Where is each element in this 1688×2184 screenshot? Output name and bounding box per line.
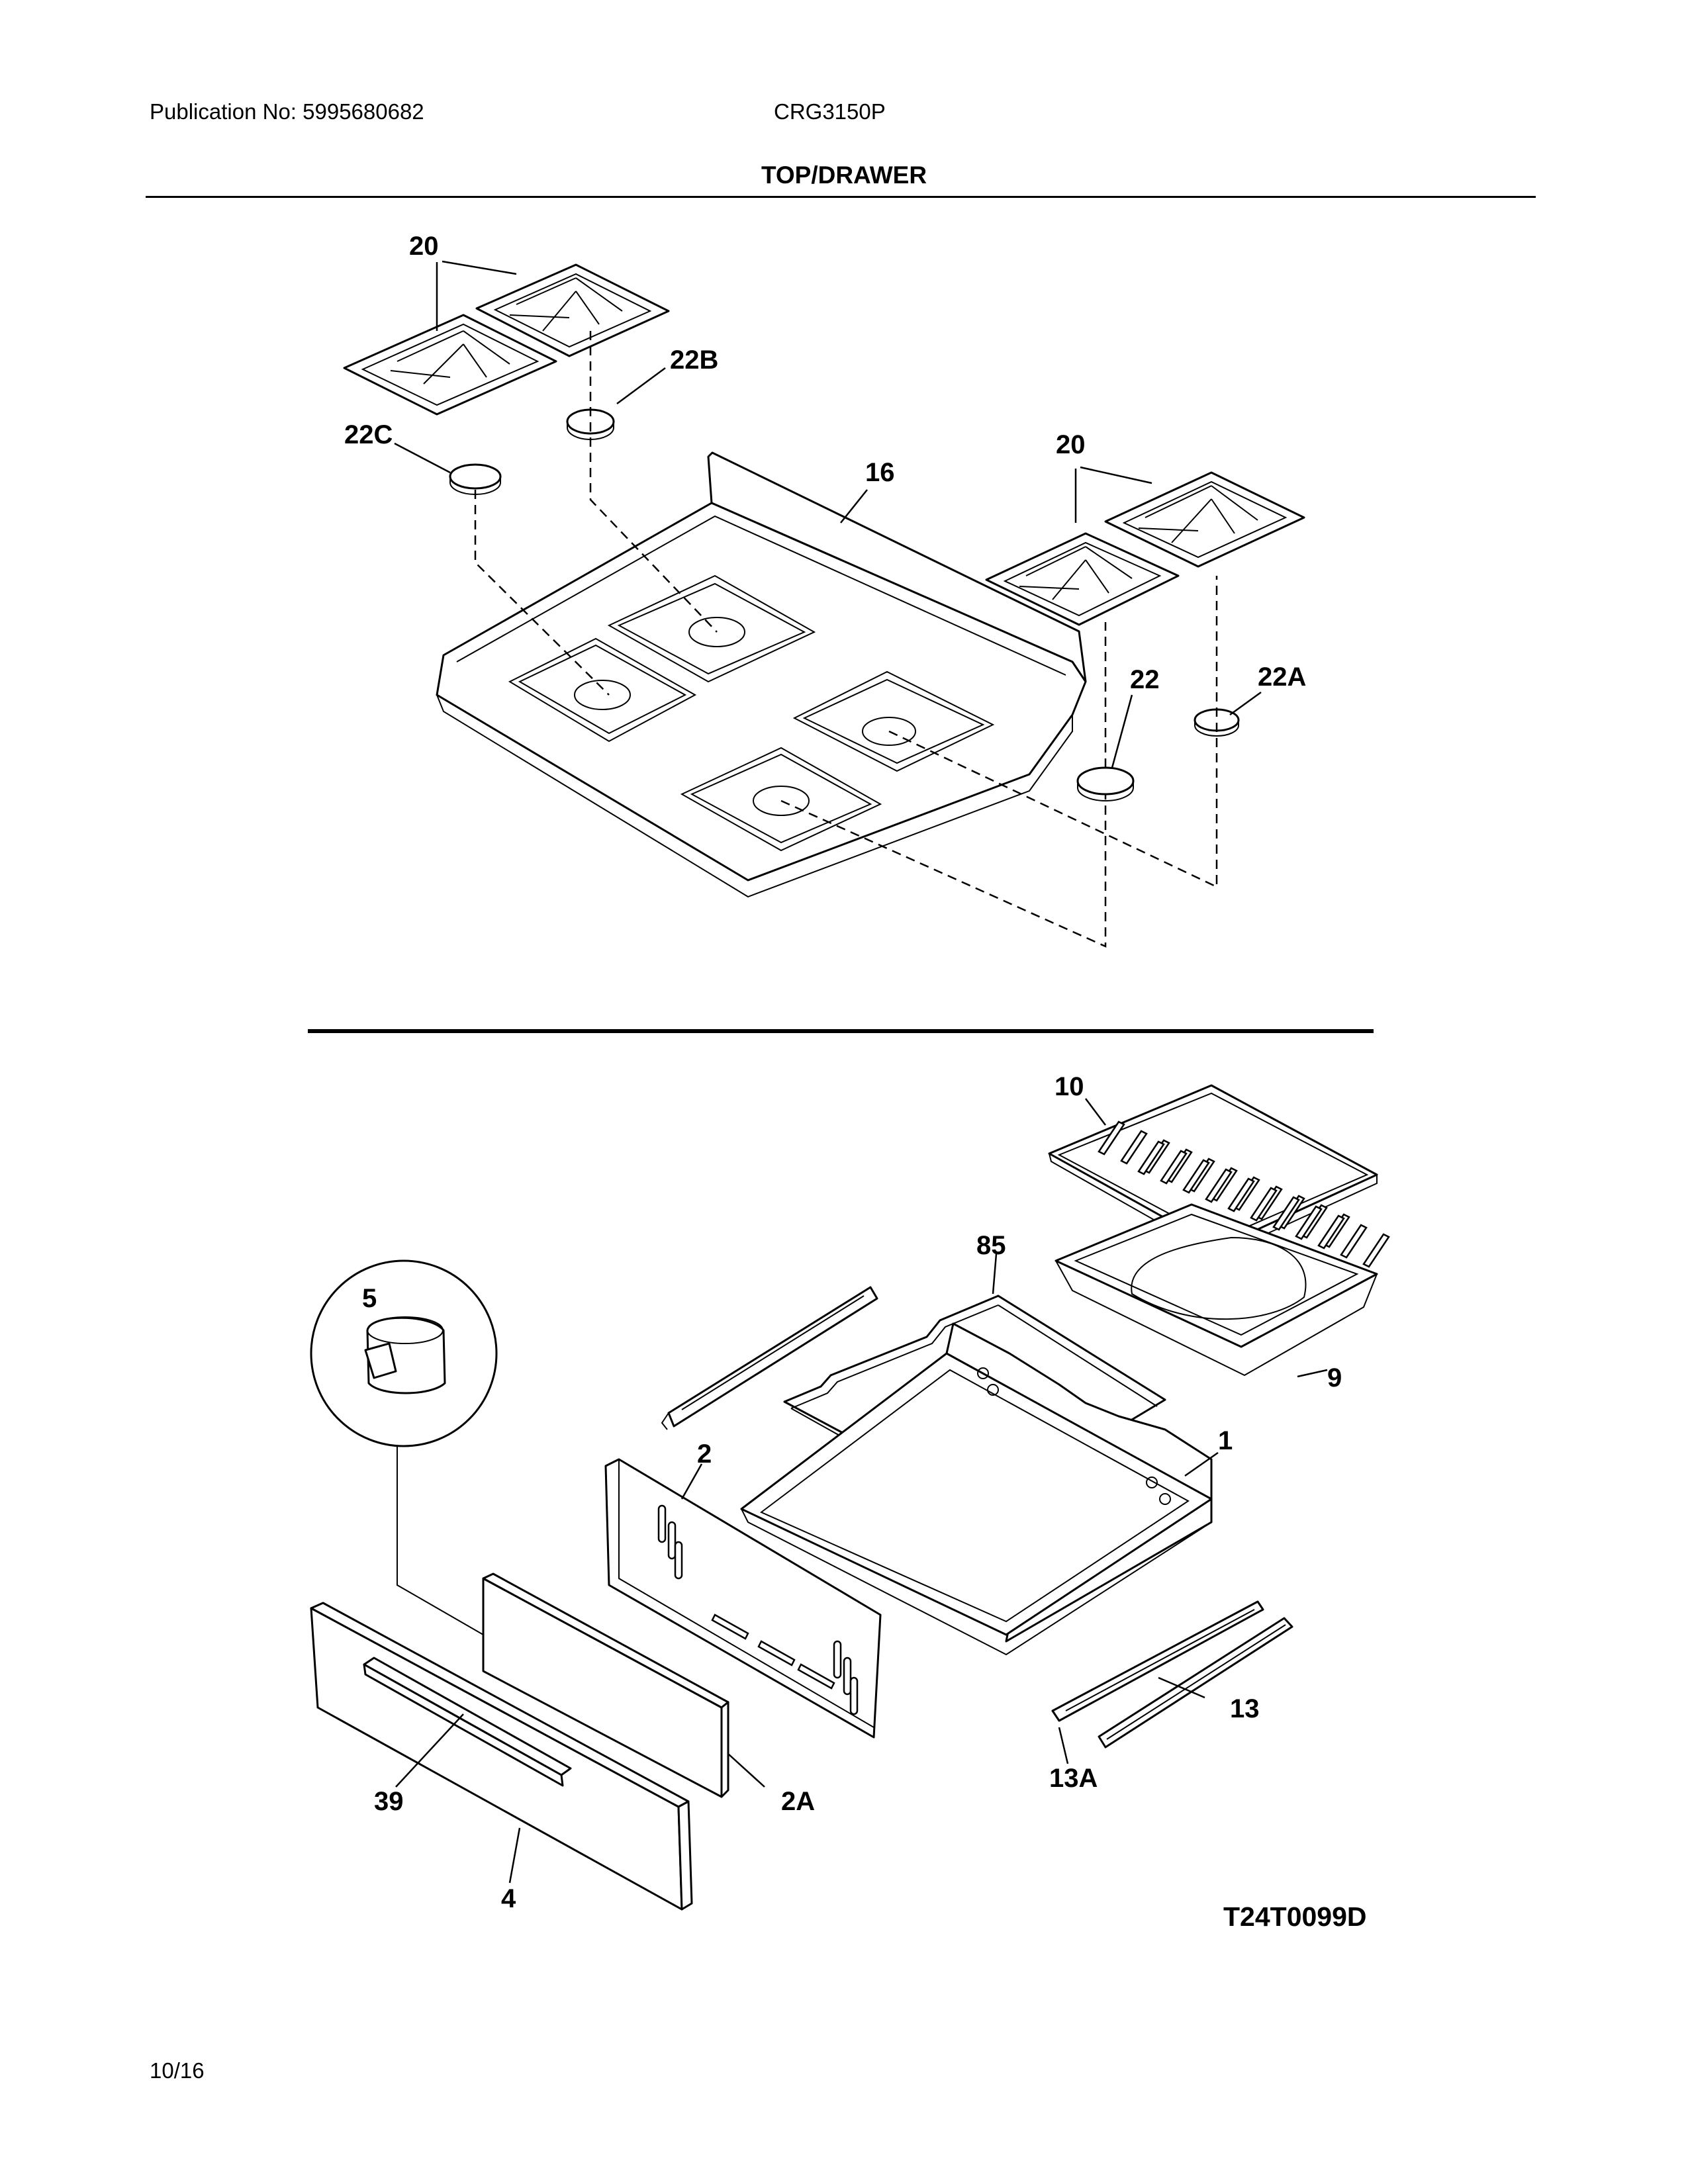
grate-pair-left [343, 263, 670, 416]
section-title: TOP/DRAWER [761, 161, 927, 189]
burner-caps [449, 408, 1240, 801]
grid-slot [1205, 1168, 1233, 1203]
grid-slot [1340, 1224, 1368, 1259]
alignment-lines-top [474, 331, 1218, 948]
grid-slot [1137, 1140, 1165, 1175]
callout-drawer-body: 1 [1218, 1426, 1233, 1455]
back-panel-slot [674, 1541, 683, 1580]
grid-slot [1272, 1196, 1300, 1231]
drawer-slide-13 [1098, 1617, 1293, 1749]
drawer-slide-13A [1051, 1600, 1264, 1722]
callout-broiler-pan: 9 [1327, 1363, 1342, 1392]
callout-glide: 5 [362, 1284, 377, 1313]
drawer-front-panel [482, 1572, 729, 1798]
slide-rail-upper [661, 1286, 878, 1430]
callout-rack: 85 [976, 1231, 1006, 1260]
back-panel-slot [657, 1504, 667, 1543]
grid-slot [1120, 1130, 1148, 1165]
leaders-top [394, 260, 1262, 768]
callout-handle: 39 [374, 1787, 404, 1816]
drawer-back [604, 1458, 882, 1739]
diagram-code: T24T0099D [1223, 1901, 1367, 1932]
glide-inset [310, 1259, 498, 1635]
callout-slide: 13 [1230, 1694, 1260, 1723]
callout-drawer-back: 2 [697, 1439, 712, 1469]
back-panel-slot [797, 1663, 835, 1690]
grate-pair-right [985, 471, 1305, 626]
callout-drawer-front: 4 [501, 1884, 516, 1913]
back-panel-slot [667, 1521, 677, 1560]
grid-slot [1182, 1159, 1210, 1194]
back-panel-slot [849, 1676, 859, 1715]
grid-slot [1227, 1177, 1255, 1212]
publication-number: Publication No: 5995680682 [150, 99, 424, 124]
broiler-pan [1055, 1203, 1378, 1377]
grid-slot [1362, 1233, 1390, 1268]
drawer-handle [363, 1657, 572, 1787]
back-panel-slot [757, 1640, 796, 1666]
drawer-body [740, 1322, 1213, 1656]
callouts-bottom: 10 85 5 9 1 2 13 13A 2A 39 4 T24T0099D [362, 1072, 1367, 1932]
callout-cap-22A: 22A [1258, 662, 1306, 692]
callout-slide-rail: 13A [1049, 1764, 1098, 1793]
back-panel-slot [843, 1657, 852, 1696]
cooktop-main-top [436, 451, 1087, 898]
callout-drawer-panel: 2A [781, 1787, 815, 1816]
leaders-bottom [395, 1098, 1328, 1884]
callout-cooktop: 16 [865, 458, 895, 487]
grid-slot [1295, 1205, 1323, 1240]
header-divider [146, 196, 1536, 198]
callouts-top: 20 22B 22C 20 16 22 22A [344, 232, 1306, 694]
grid-slot [1317, 1214, 1345, 1250]
grid-slot [1098, 1120, 1125, 1156]
model-number: CRG3150P [774, 99, 886, 124]
callout-broiler-grid: 10 [1055, 1072, 1084, 1101]
back-panel-slot [711, 1614, 749, 1640]
grid-slot [1250, 1187, 1278, 1222]
page-number: 10/16 [150, 2058, 205, 2083]
callout-cap-22C: 22C [344, 420, 393, 449]
callout-grates-left: 20 [409, 232, 439, 261]
back-panel-slot [833, 1640, 842, 1679]
grid-slot [1160, 1150, 1188, 1185]
callout-cap-22: 22 [1130, 665, 1160, 694]
broiler-grid [1048, 1084, 1390, 1268]
callout-cap-22B: 22B [670, 345, 718, 375]
callout-grates-right: 20 [1056, 430, 1086, 459]
